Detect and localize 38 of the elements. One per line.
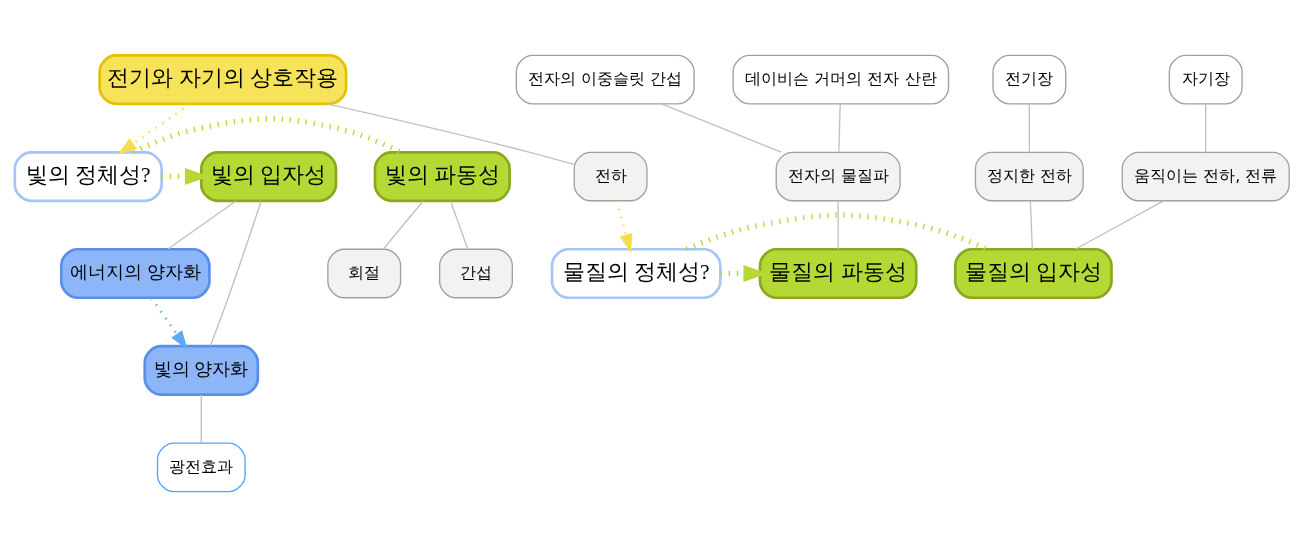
node-box: 회절	[327, 248, 402, 298]
node-box: 빛의 입자성	[199, 150, 338, 202]
connector	[326, 102, 575, 165]
node-box: 간섭	[438, 248, 513, 298]
node-box: 빛의 파동성	[373, 150, 511, 202]
node-box: 움직이는 전하, 전류	[1121, 151, 1290, 201]
node-box: 정지한 전하	[974, 151, 1084, 201]
connector	[1029, 200, 1034, 250]
connector	[132, 115, 402, 155]
arrow	[150, 296, 188, 349]
node-box: 전자의 물질파	[775, 151, 901, 201]
node-box: 전하	[573, 151, 648, 201]
connector	[661, 102, 783, 153]
connector	[209, 199, 262, 347]
node-box: 데이비슨 거머의 전자 산란	[732, 54, 950, 105]
connector	[837, 200, 839, 250]
connector	[1028, 103, 1030, 153]
connector	[838, 103, 841, 153]
connector	[167, 199, 237, 250]
node-box: 전기장	[992, 54, 1067, 105]
arrow	[615, 200, 633, 253]
node-box: 광전효과	[156, 441, 246, 492]
connector	[449, 200, 469, 250]
node-box: 자기장	[1168, 54, 1243, 105]
node-box: 빛의 정체성?	[13, 150, 163, 202]
connector	[200, 393, 202, 444]
node-box: 물질의 파동성	[758, 247, 918, 299]
node-box: 물질의 정체성?	[550, 247, 722, 299]
arrow	[117, 102, 191, 154]
connector	[1075, 199, 1165, 250]
connector	[685, 211, 988, 252]
connector	[382, 200, 424, 250]
node-box: 빛의 양자화	[143, 344, 260, 396]
connector	[1205, 103, 1207, 153]
node-box: 물질의 입자성	[953, 247, 1113, 299]
node-box: 전기와 자기의 상호작용	[98, 53, 348, 105]
node-box: 에너지의 양자화	[59, 247, 211, 299]
node-box: 전자의 이중슬릿 간섭	[515, 54, 695, 105]
